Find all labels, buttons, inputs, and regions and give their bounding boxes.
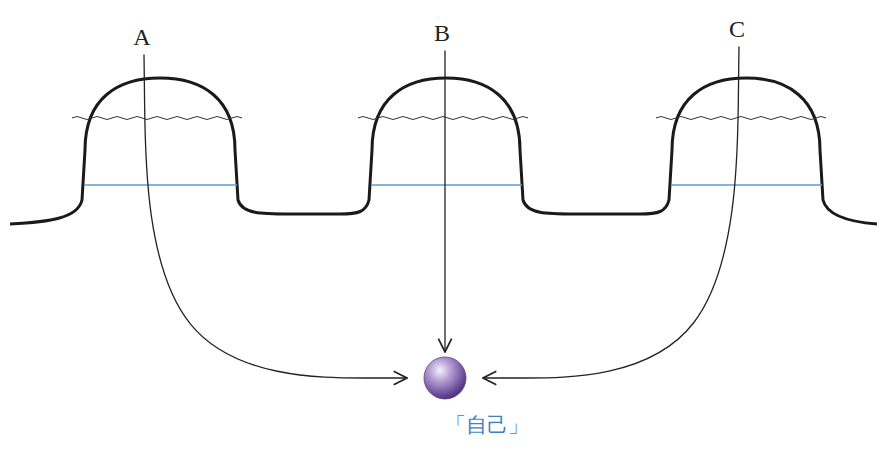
hump-letter: B [430, 18, 454, 48]
wavy-line [72, 117, 826, 120]
sphere-body [424, 357, 466, 399]
water-line [371, 184, 522, 186]
hump-label-node: C [725, 14, 749, 44]
hump-outline [10, 78, 877, 224]
hump-label-node: A [129, 22, 154, 52]
self-sphere: 「自己」 [423, 356, 467, 400]
wavy-line [72, 117, 242, 120]
hump-letter: C [725, 14, 749, 44]
water-line [84, 184, 237, 186]
wavy-line [656, 117, 826, 120]
water-line [84, 184, 822, 186]
hump-letter: A [129, 22, 154, 52]
wavy-line [358, 117, 528, 120]
sphere-graphic [423, 356, 467, 400]
arrow-connector [483, 46, 739, 378]
water-line [671, 184, 822, 186]
arrow-connector [144, 54, 407, 378]
arrow-connector [444, 50, 445, 352]
hump-label-node: B [430, 18, 454, 48]
self-label: 「自己」 [445, 414, 489, 437]
